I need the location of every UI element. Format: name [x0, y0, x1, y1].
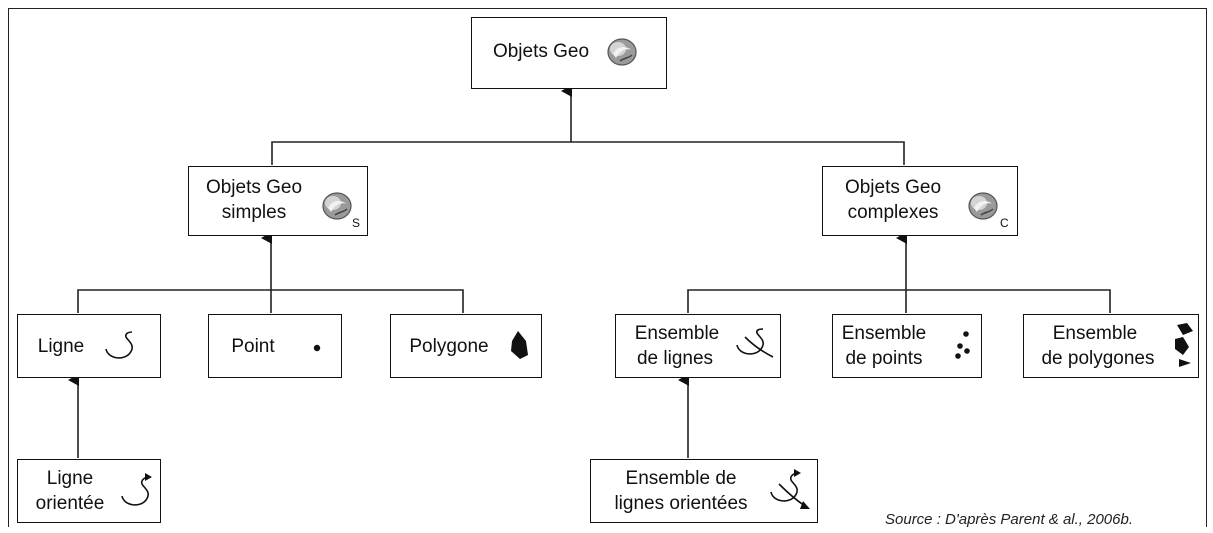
curve-set-icon [736, 328, 774, 358]
ens-lignes-line1: Ensemble [634, 323, 720, 344]
complexes-subscript: C [1000, 216, 1009, 230]
node-ensemble-de-lignes: Ensemble de lignes [615, 314, 781, 378]
node-ensemble-de-points: Ensemble de points [832, 314, 982, 378]
globe-icon [968, 192, 998, 220]
ligne-orientee-line1: Ligne [46, 468, 94, 489]
node-ensemble-lignes-orientees: Ensemble de lignes orientées [590, 459, 818, 523]
branch-complexes [687, 289, 1111, 313]
complexes-line2: complexes [847, 202, 939, 223]
ens-lignes-orientees-line2: lignes orientées [614, 493, 748, 514]
simples-line1: Objets Geo [205, 177, 303, 198]
node-objets-geo-label: Objets Geo [492, 41, 590, 62]
ens-points-line1: Ensemble [841, 323, 927, 344]
ens-lignes-orientees-line1: Ensemble de [625, 468, 737, 489]
polygon-set-icon [1175, 323, 1193, 367]
node-polygone: Polygone [390, 314, 542, 378]
branch-root [271, 141, 905, 165]
globe-icon [607, 38, 637, 66]
polygon-icon [511, 331, 528, 359]
ligne-label: Ligne [37, 336, 85, 357]
node-point: Point [208, 314, 342, 378]
node-objets-geo-simples: Objets Geo simples S [188, 166, 368, 236]
node-ligne: Ligne [17, 314, 161, 378]
simples-line2: simples [221, 202, 287, 223]
oriented-curve-set-icon [770, 469, 810, 509]
ligne-orientee-line2: orientée [35, 493, 105, 514]
oriented-curve-icon [121, 473, 152, 506]
node-ligne-orientee: Ligne orientée [17, 459, 161, 523]
dot-icon [313, 344, 321, 352]
node-ensemble-de-polygones: Ensemble de polygones [1023, 314, 1199, 378]
ens-points-line2: de points [845, 348, 923, 369]
node-objets-geo: Objets Geo [471, 17, 667, 89]
node-objets-geo-complexes: Objets Geo complexes C [822, 166, 1018, 236]
ens-lignes-line2: de lignes [636, 348, 714, 369]
curve-icon [105, 331, 133, 359]
point-label: Point [231, 336, 275, 357]
globe-icon [322, 192, 352, 220]
source-caption: Source : D'après Parent & al., 2006b. [885, 511, 1134, 528]
ens-polygones-line2: de polygones [1041, 348, 1155, 369]
polygone-label: Polygone [409, 336, 489, 357]
complexes-line1: Objets Geo [844, 177, 942, 198]
ens-polygones-line1: Ensemble [1052, 323, 1138, 344]
diagram-frame [8, 8, 1207, 527]
dots-icon [955, 331, 970, 359]
simples-subscript: S [352, 216, 361, 230]
